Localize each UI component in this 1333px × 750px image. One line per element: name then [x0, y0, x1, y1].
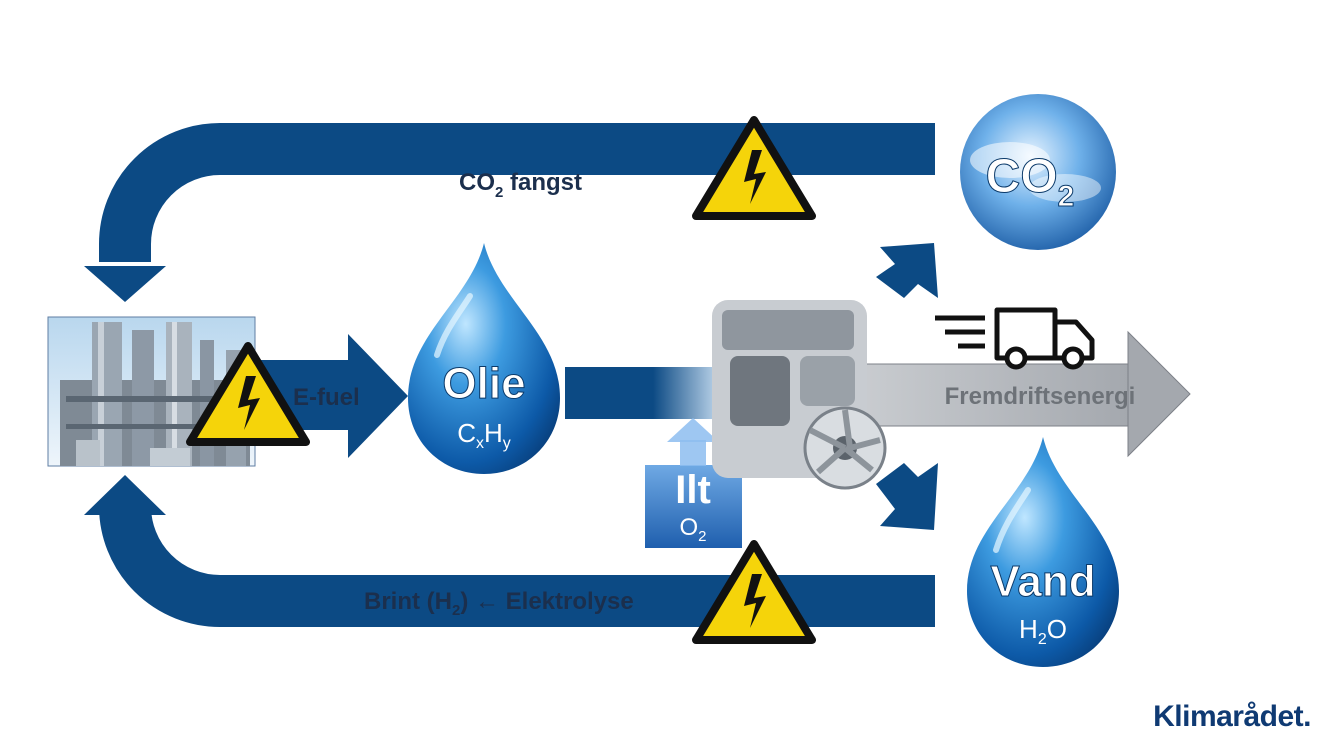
co2-cloud-icon — [960, 94, 1116, 250]
exhaust-arrow — [876, 243, 938, 298]
oil-drop-icon — [408, 243, 560, 474]
fuel-to-engine-flow — [565, 367, 725, 419]
high-voltage-warning-icon — [692, 540, 816, 644]
truck-icon — [935, 307, 1095, 370]
efuel-label: E-fuel — [293, 384, 360, 411]
hydrogen-electrolysis-label: Brint (H2) ← Elektrolyse — [364, 588, 634, 619]
high-voltage-warning-icon — [692, 116, 816, 220]
co2-capture-label: CO2 fangst — [459, 169, 582, 201]
oxygen-input — [645, 418, 742, 548]
engine-image — [712, 300, 887, 490]
oil-formula: CxHy — [457, 418, 511, 452]
high-voltage-warning-icon — [186, 342, 310, 446]
oxygen-label: Ilt — [675, 468, 711, 512]
refinery-image — [47, 316, 256, 467]
water-formula: H2O — [1019, 614, 1067, 648]
co2-label: CO2 — [986, 150, 1075, 213]
water-output-arrow — [876, 463, 938, 530]
klimaradet-logo: Klimarådet. — [1153, 700, 1311, 733]
propulsion-arrow — [859, 330, 1191, 458]
water-label: Vand — [990, 557, 1095, 606]
oil-label: Olie — [442, 359, 525, 408]
oxygen-formula: O2 — [679, 514, 706, 545]
co2-capture-flow — [84, 123, 935, 302]
propulsion-label: Fremdriftsenergi — [945, 383, 1136, 410]
hydrogen-flow — [84, 475, 935, 627]
water-drop-icon — [967, 437, 1119, 667]
